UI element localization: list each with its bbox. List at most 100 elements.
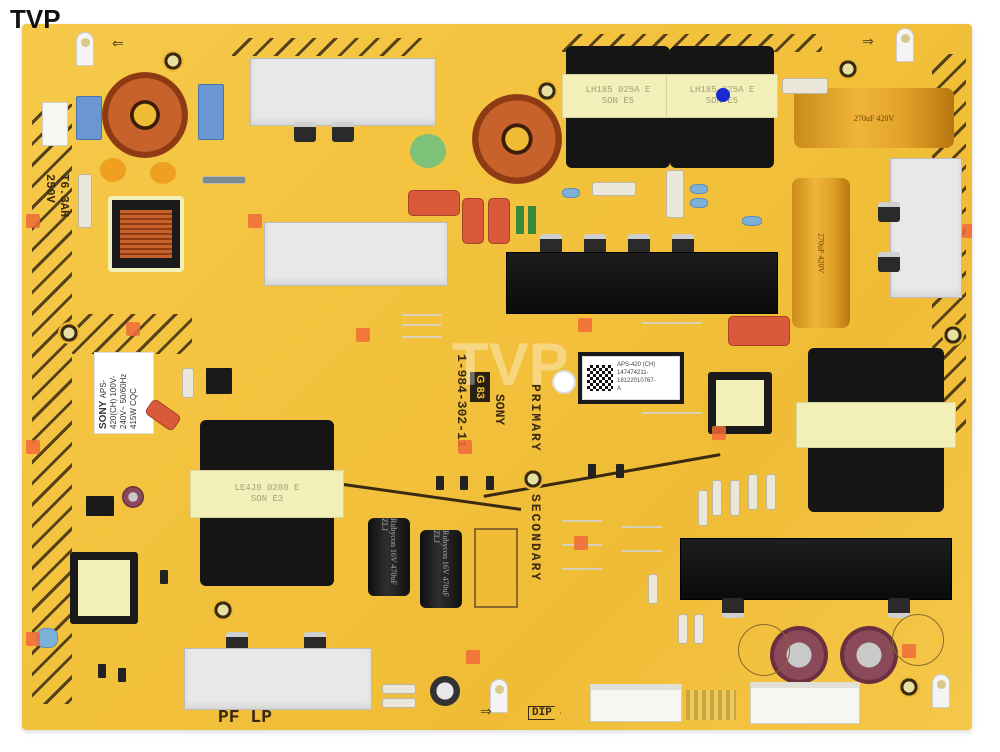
arrow-left-icon: ⇐ — [112, 36, 124, 52]
ceramic-capacitor — [742, 216, 762, 226]
mount-hole — [522, 468, 544, 490]
pfc-choke-toroid — [472, 94, 562, 184]
jumper-wire — [402, 336, 442, 338]
warning-mark — [712, 426, 726, 440]
warning-mark — [26, 214, 40, 228]
warning-mark — [962, 224, 972, 238]
mount-hole — [162, 50, 184, 72]
isolation-trace — [483, 453, 721, 498]
line-choke — [108, 196, 184, 272]
rectifier — [672, 234, 694, 254]
blue-paint-dot — [716, 88, 730, 102]
mount-hole — [212, 599, 234, 621]
transistor — [226, 632, 248, 652]
component-outline-circle — [892, 614, 944, 666]
resistor — [382, 698, 416, 708]
smd-transistor — [616, 464, 624, 478]
warning-mark — [578, 318, 592, 332]
film-capacitor — [728, 316, 790, 346]
inductor-green — [516, 206, 524, 234]
jumper-wire — [642, 322, 702, 324]
heatsink-white-right — [890, 158, 962, 298]
transistor — [878, 252, 900, 272]
transformer-top-right: LH185 025A E SON E5 — [666, 46, 778, 168]
smd-transistor — [486, 476, 494, 490]
fuse-voltage-text: 250V — [43, 174, 57, 203]
led-white — [552, 370, 576, 394]
warning-mark — [356, 328, 370, 342]
smd-resistor-array — [686, 690, 736, 720]
electrolytic-capacitor-small — [430, 676, 460, 706]
fuse-rating-text: T6.3AH — [57, 174, 71, 218]
ic-chip — [86, 496, 114, 516]
x-capacitor — [76, 96, 102, 140]
mount-hole — [942, 324, 964, 346]
resistor — [748, 474, 758, 510]
bulk-capacitor-horizontal: 270uF 420V — [794, 88, 954, 148]
watermark-logo: TVP — [10, 4, 61, 34]
spec-label: SONY APS-420(CH) 100V-240V~ 50/60Hz 415W… — [94, 352, 154, 434]
rectifier — [540, 234, 562, 254]
warning-mark — [902, 644, 916, 658]
transformer-right-main — [796, 348, 956, 512]
ceramic-capacitor — [562, 188, 580, 198]
jumper-wire — [562, 568, 602, 570]
heatsink-white — [264, 222, 448, 286]
jumper-wire — [402, 314, 442, 316]
arrow-right-icon: ⇒ — [480, 704, 492, 720]
ceramic-capacitor — [100, 158, 126, 182]
output-connector-left — [590, 684, 682, 722]
component-outline-circle — [738, 624, 790, 676]
resistor — [382, 684, 416, 694]
ntc-thermistor — [410, 134, 446, 168]
resistor — [712, 480, 722, 516]
trace-hatch-left — [32, 104, 72, 704]
tvp-overlay-watermark: TVP — [452, 331, 569, 398]
bottom-silkscreen: PF LP — [218, 708, 273, 728]
film-capacitor — [488, 198, 510, 244]
resistor — [698, 490, 708, 526]
warning-mark — [26, 440, 40, 454]
electrolytic-capacitor-top — [840, 626, 898, 684]
electrolytic-capacitor: Rubycon 16V 470uF ZLJ — [368, 518, 410, 596]
jumper-wire — [402, 324, 442, 326]
trace-hatch-top-left — [232, 38, 422, 56]
jumper-wire — [562, 520, 602, 522]
film-capacitor — [462, 198, 484, 244]
rectifier — [584, 234, 606, 254]
id-sticker: APS-420 (CH) 147474211- 18122010767- A — [582, 356, 680, 400]
inductor-green — [528, 206, 536, 234]
id-sticker-frame: APS-420 (CH) 147474211- 18122010767- A — [578, 352, 684, 404]
jumper-wire — [622, 526, 662, 528]
revision-badge: G 83 — [470, 372, 490, 402]
ceramic-capacitor — [150, 162, 176, 184]
heatsink-black-bottom — [680, 538, 952, 600]
fuse — [78, 174, 92, 228]
resistor — [678, 614, 688, 644]
part-number-silkscreen: 1-984-302-11 — [454, 354, 469, 448]
arrow-right-icon: ⇒ — [862, 34, 874, 50]
jumper-wire — [622, 550, 662, 552]
smd-transistor — [160, 570, 168, 584]
primary-label: PRIMARY — [528, 384, 543, 453]
mount-hole — [58, 322, 80, 344]
output-connector-right — [750, 682, 860, 724]
transformer-left-main: LE4J9 0280 E SON E3 — [190, 420, 344, 586]
transistor — [888, 598, 910, 618]
ac-input-connector — [42, 102, 68, 146]
mount-tab-top-right — [896, 28, 914, 62]
transistor — [878, 202, 900, 222]
jumper-wire — [642, 412, 702, 414]
secondary-label: SECONDARY — [528, 494, 543, 583]
electrolytic-capacitor-small — [122, 486, 144, 508]
resistor — [648, 574, 658, 604]
warning-mark — [126, 322, 140, 336]
bulk-capacitor-vertical: 270uF 420V — [792, 178, 850, 328]
smd-transistor — [460, 476, 468, 490]
warning-mark — [458, 440, 472, 454]
mount-hole — [898, 676, 920, 698]
mount-tab-bottom-right — [932, 674, 950, 708]
mount-hole — [837, 58, 859, 80]
smd-transistor — [588, 464, 596, 478]
